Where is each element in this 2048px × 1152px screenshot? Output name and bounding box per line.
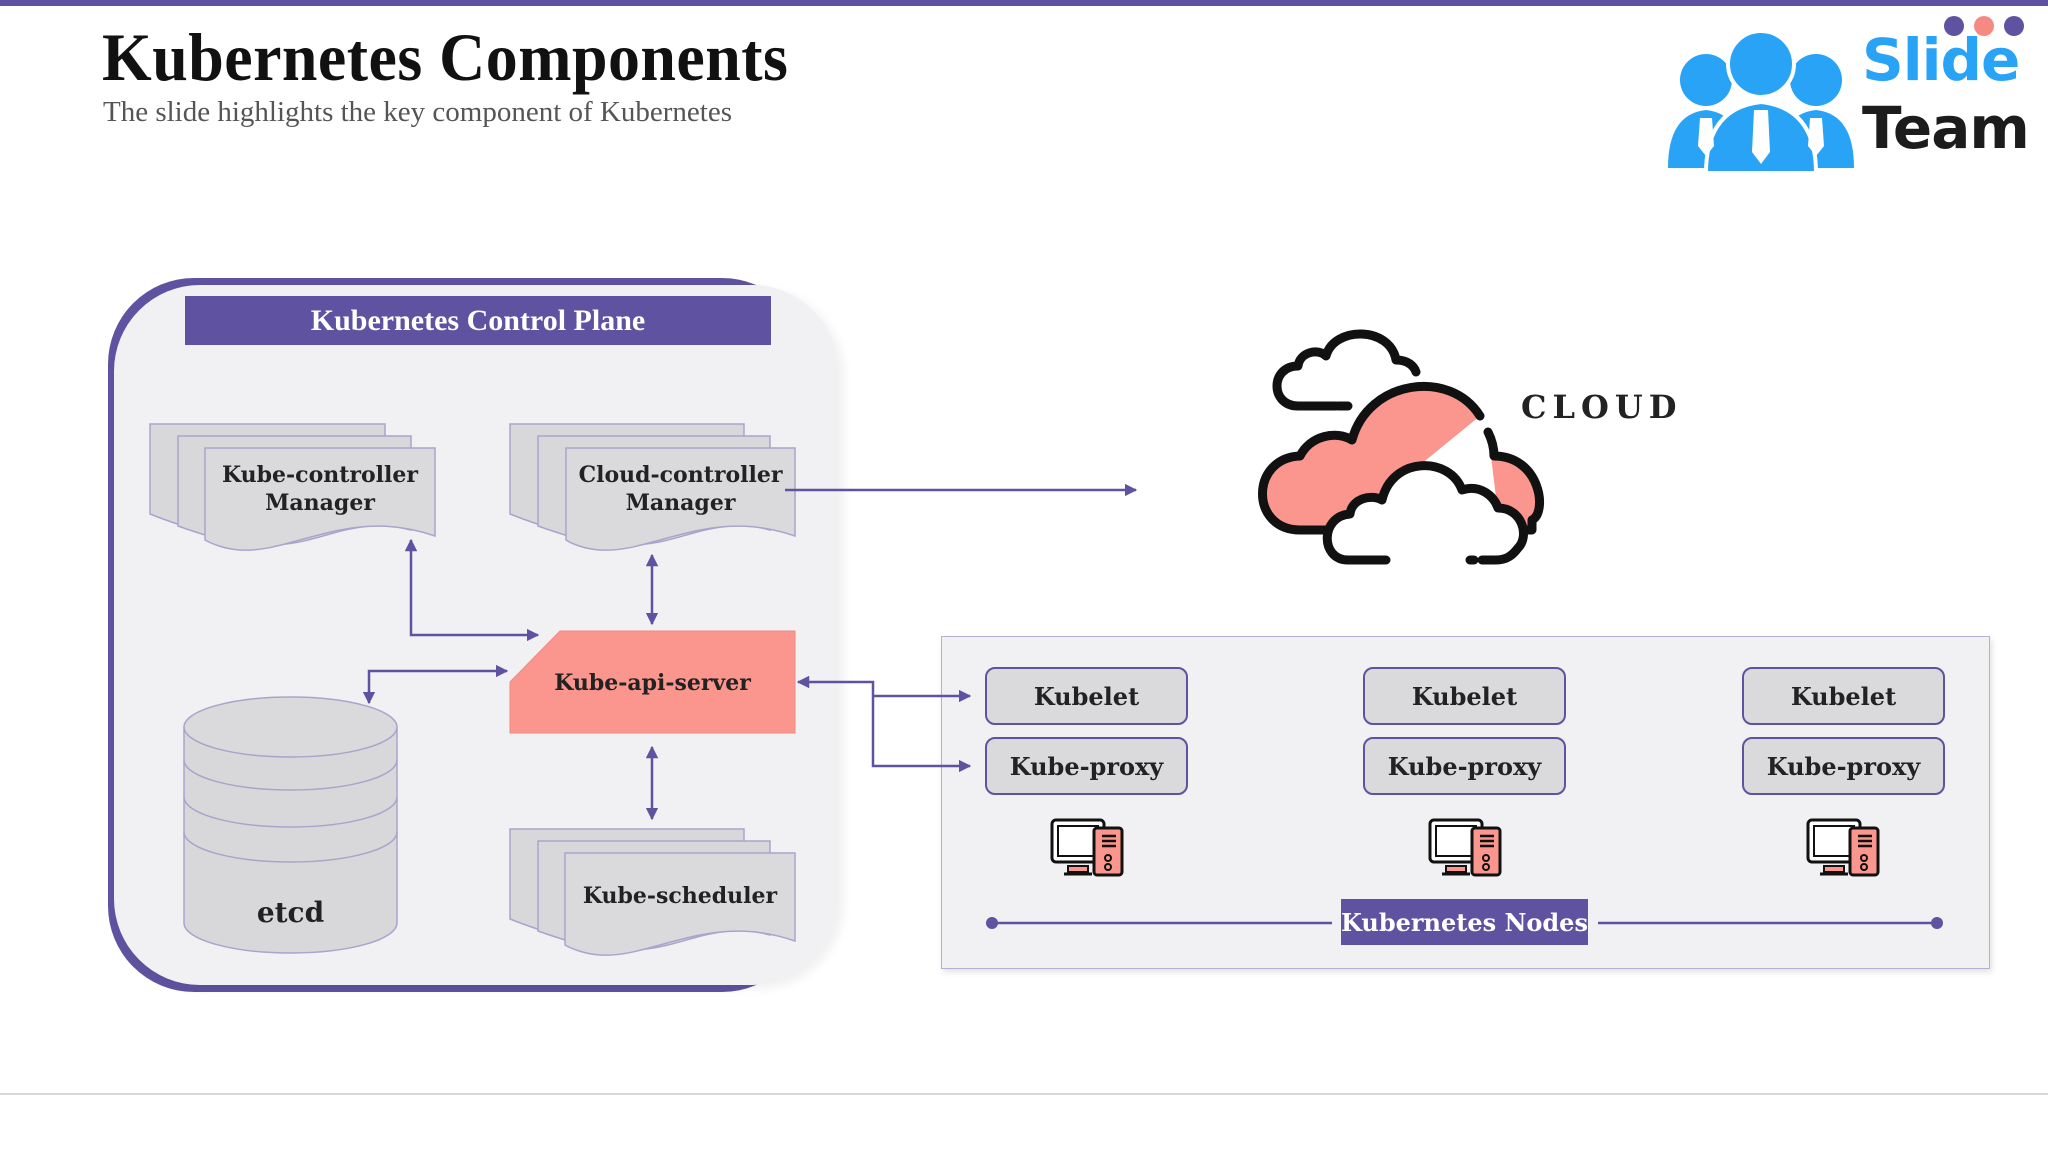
slide-title: Kubernetes Components <box>102 19 789 95</box>
kube-scheduler-label: Kube-scheduler <box>582 883 778 909</box>
kube-controller-manager-label: Kube-controller Manager <box>205 462 435 517</box>
nodes-timeline <box>986 917 1943 929</box>
computer-icon <box>1806 818 1880 877</box>
arrow-kube-controller-to-api <box>404 538 540 642</box>
kube-api-server-label: Kube-api-server <box>554 670 751 696</box>
kube-api-server-shape[interactable] <box>509 630 796 734</box>
cloud-label: CLOUD <box>1521 388 1683 426</box>
logo-word-team: Team <box>1862 94 2030 162</box>
logo-dot <box>2004 16 2024 36</box>
kube-scheduler-shape[interactable] <box>509 828 796 956</box>
arrow-api-to-nodes <box>796 675 972 773</box>
kube-controller-manager-line2: Manager <box>265 489 375 516</box>
cloud-controller-manager-line1: Cloud-controller <box>578 462 783 488</box>
timeline-dot-end <box>1931 917 1943 929</box>
top-accent-bar <box>0 0 2048 6</box>
arrow-etcd-to-api <box>362 664 509 705</box>
computer-icon <box>1428 818 1502 877</box>
timeline-dot-start <box>986 917 998 929</box>
node-2-kubelet[interactable]: Kubelet <box>1363 667 1566 725</box>
logo-word-slide: Slide <box>1862 26 2020 94</box>
logo-dot <box>1944 16 1964 36</box>
slide-subtitle: The slide highlights the key component o… <box>103 96 732 128</box>
kubernetes-nodes-label: Kubernetes Nodes <box>1341 899 1588 945</box>
slideteam-logo: Slide Team <box>1660 14 2040 175</box>
node-3-kubelet[interactable]: Kubelet <box>1742 667 1945 725</box>
team-people-icon <box>1668 29 1854 175</box>
cloud-controller-manager-shape[interactable] <box>509 423 796 551</box>
computer-icon <box>1050 818 1124 877</box>
cloud-controller-manager-label: Cloud-controller Manager <box>566 462 795 517</box>
cloud-controller-manager-line2: Manager <box>625 489 736 516</box>
control-plane-title: Kubernetes Control Plane <box>185 296 771 345</box>
footer-divider <box>0 1093 2048 1095</box>
logo-dots <box>1944 16 2024 36</box>
kube-controller-manager-shape[interactable] <box>149 423 436 551</box>
node-3-kube-proxy[interactable]: Kube-proxy <box>1742 737 1945 795</box>
etcd-label: etcd <box>256 896 325 929</box>
node-1-kube-proxy[interactable]: Kube-proxy <box>985 737 1188 795</box>
logo-dot <box>1974 16 1994 36</box>
kube-controller-manager-line1: Kube-controller <box>222 462 418 488</box>
node-1-kubelet[interactable]: Kubelet <box>985 667 1188 725</box>
cloud-icon <box>1258 329 1544 565</box>
etcd-database-shape[interactable] <box>183 696 398 954</box>
node-2-kube-proxy[interactable]: Kube-proxy <box>1363 737 1566 795</box>
